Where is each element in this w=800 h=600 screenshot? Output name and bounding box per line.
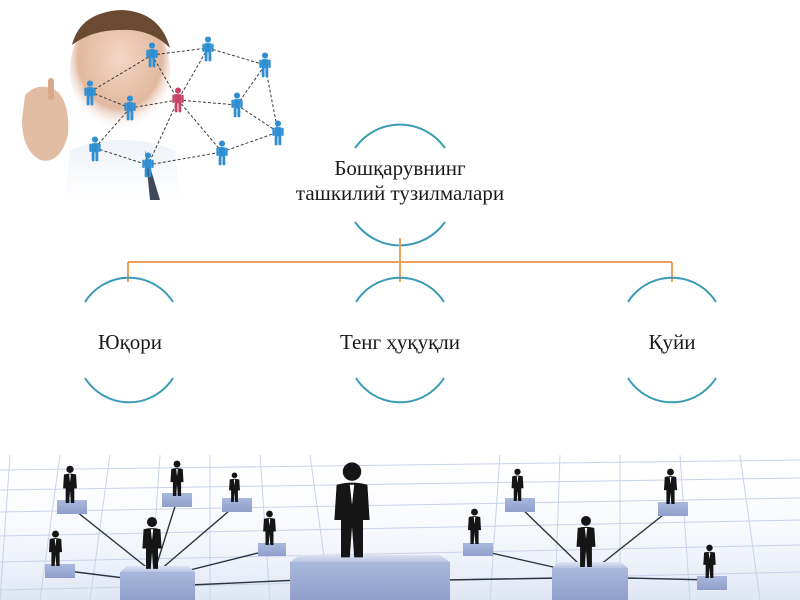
child-node-label-left: Юқори xyxy=(97,330,163,354)
center-arc-bottom xyxy=(355,377,445,404)
center-arc-top xyxy=(355,276,445,303)
root-node-label: Бошқарувнинг ташкилий тузилмалари xyxy=(240,156,560,206)
pedestal-large xyxy=(290,555,450,600)
root-arc-top xyxy=(354,123,446,149)
pedestals-small xyxy=(45,493,727,590)
right-arc-bottom xyxy=(627,377,717,404)
right-arc-top xyxy=(627,276,717,303)
root-node-label-line2: ташкилий тузилмалари xyxy=(295,181,505,205)
left-arc-top xyxy=(84,276,174,303)
pedestal-left-medium xyxy=(120,566,195,600)
child-node-arcs xyxy=(84,276,717,404)
pedestals xyxy=(45,493,727,600)
child-node-label-center: Тенг ҳуқуқли xyxy=(339,330,461,354)
left-arc-bottom xyxy=(84,377,174,404)
child-node-label-right: Қуйи xyxy=(648,330,696,354)
root-node-label-line1: Бошқарувнинг xyxy=(334,156,466,180)
pedestal-right-medium xyxy=(552,562,628,600)
